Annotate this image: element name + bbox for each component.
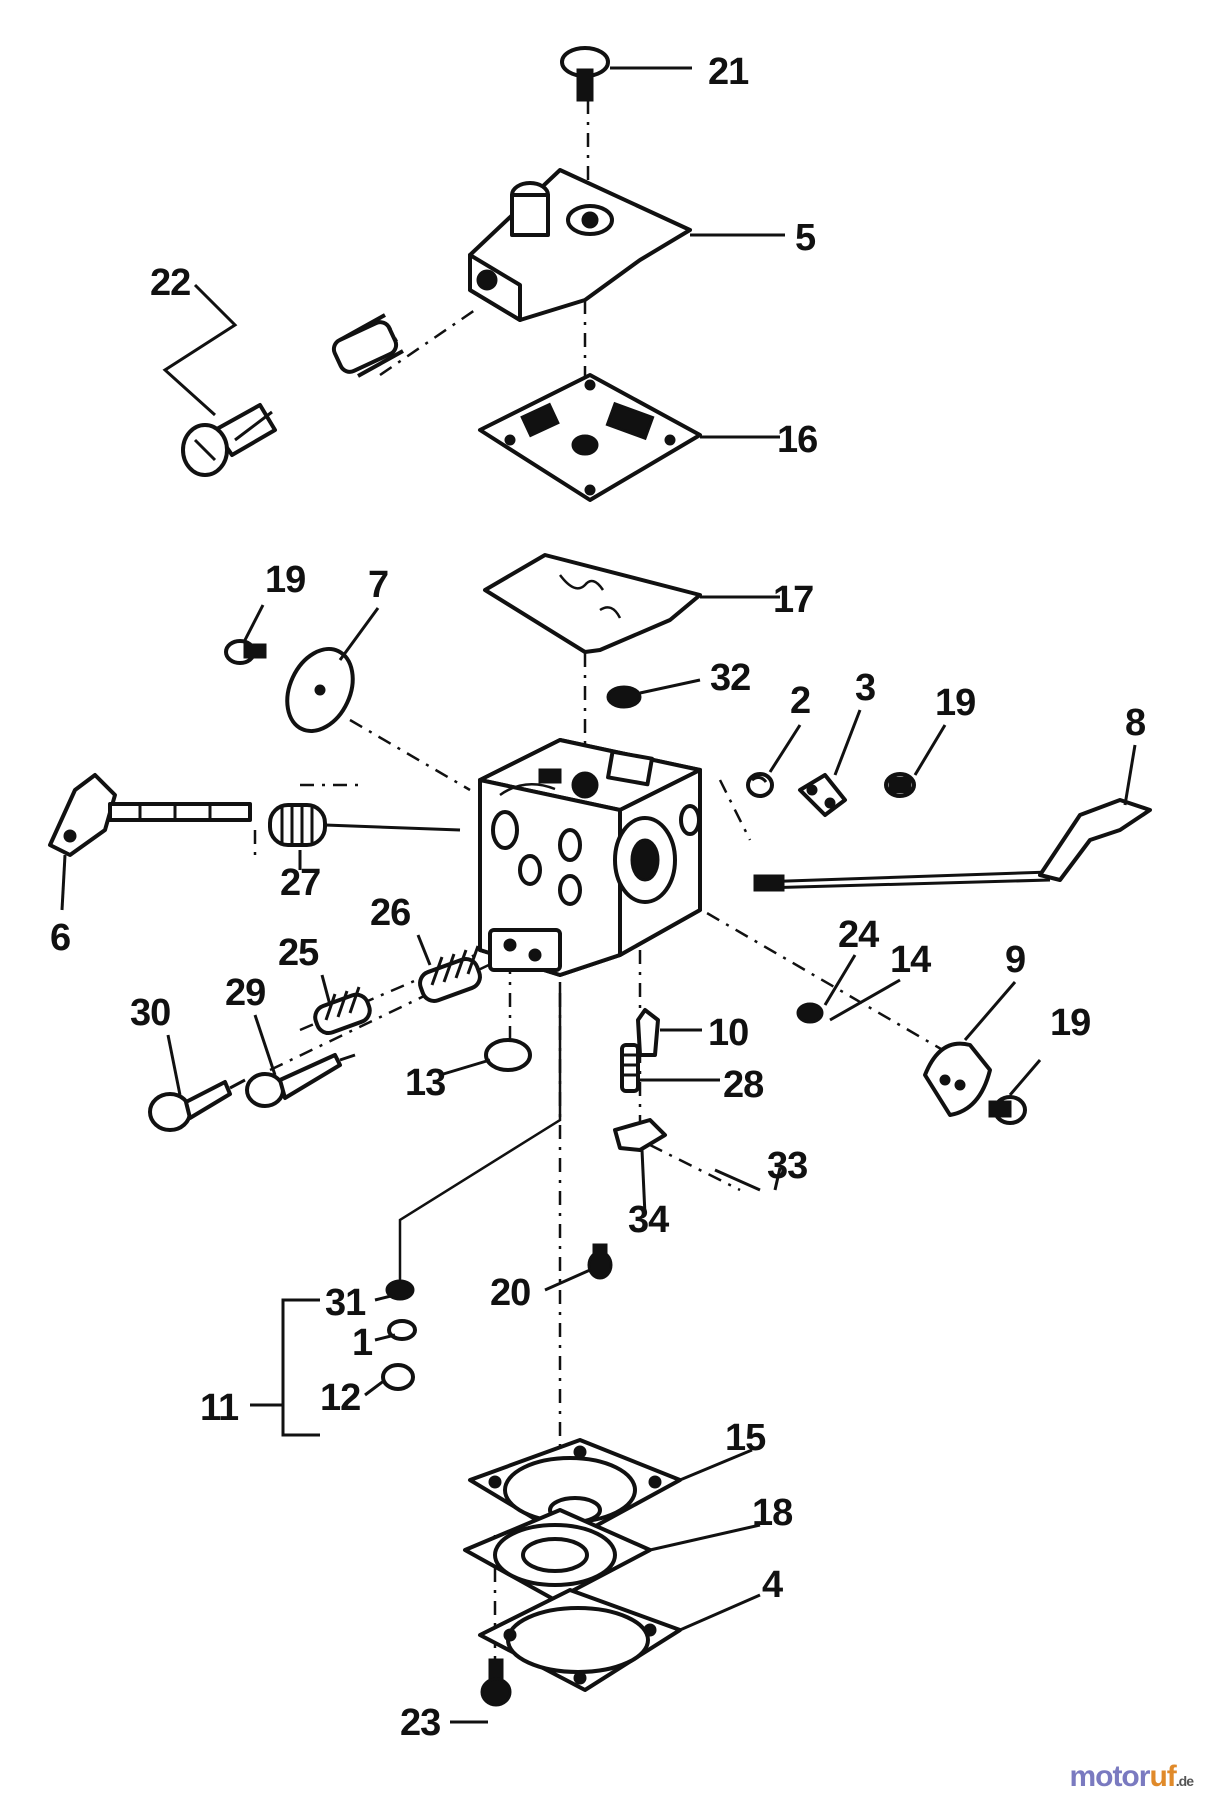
part-24-washer (796, 1002, 824, 1024)
callout-13: 13 (405, 1062, 445, 1104)
callout-8: 8 (1125, 702, 1145, 744)
plate-hole (314, 684, 326, 696)
part-10-inlet-needle (636, 1008, 660, 1057)
callout-33: 33 (767, 1145, 807, 1187)
part-5-cover (468, 168, 692, 322)
callout-27: 27 (280, 862, 320, 904)
axis-line (718, 779, 752, 841)
part-13-welch-plug (484, 1038, 532, 1072)
part-26-spring (418, 945, 482, 1003)
callout-30: 30 (130, 992, 170, 1034)
callout-1: 1 (352, 1322, 373, 1364)
callout-31: 31 (325, 1282, 366, 1324)
part-3-bracket (798, 773, 847, 817)
callout-25: 25 (278, 932, 319, 974)
callout-5: 5 (795, 217, 816, 259)
callout-28: 28 (723, 1064, 763, 1106)
callout-12: 12 (320, 1377, 360, 1419)
part-20-screw (587, 1243, 613, 1280)
watermark-logo: motoruf.de (1069, 1760, 1194, 1794)
part-19-screw (884, 772, 916, 798)
part-9-choke-plate (923, 1041, 992, 1117)
part-25-spring (313, 986, 372, 1036)
part-19-screw (988, 1095, 1027, 1125)
callout-9: 9 (1005, 939, 1025, 981)
callout-22: 22 (150, 262, 190, 304)
part-19-screw (224, 639, 267, 665)
part-30-needle-screw (148, 1078, 246, 1132)
callout-19: 19 (265, 559, 305, 601)
part-12-screen (381, 1363, 415, 1391)
part-4-pump-cover (478, 1588, 682, 1692)
watermark-text-b: uf (1149, 1760, 1176, 1793)
callout-34: 34 (628, 1199, 669, 1241)
part-29-needle-screw (245, 1053, 356, 1108)
callout-4: 4 (762, 1564, 783, 1606)
carburetor-body (478, 738, 702, 977)
callout-19: 19 (1050, 1002, 1090, 1044)
part-22-adjust-screw-spring (181, 313, 404, 477)
part-32-screen (606, 685, 642, 709)
axis-line (398, 985, 562, 1285)
part-16-gasket (478, 373, 702, 502)
watermark-text-a: motor (1069, 1760, 1150, 1793)
callout-32: 32 (710, 657, 750, 699)
part-17-diaphragm (483, 553, 702, 654)
part-34-control-lever (613, 1118, 667, 1152)
watermark-text-c: .de (1175, 1773, 1194, 1789)
callout-19: 19 (935, 682, 975, 724)
leader-lines (60, 66, 1137, 1724)
axis-line (349, 718, 471, 792)
callout-14: 14 (890, 939, 931, 981)
part-15-pump-gasket (468, 1438, 682, 1542)
part-1-disc (387, 1319, 417, 1341)
part-8-choke-shaft (753, 798, 1152, 892)
part-27-spring (268, 803, 327, 847)
part-33-pin (714, 1168, 761, 1192)
callout-7: 7 (368, 564, 388, 606)
callout-20: 20 (490, 1272, 530, 1314)
axis-line (649, 878, 961, 1062)
callout-29: 29 (225, 972, 265, 1014)
callout-3: 3 (855, 667, 875, 709)
callout-11: 11 (200, 1387, 239, 1429)
callout-16: 16 (777, 419, 817, 461)
part-6-throttle-shaft (48, 773, 252, 857)
callout-24: 24 (838, 914, 879, 956)
callout-23: 23 (400, 1702, 440, 1744)
part-2-clip (746, 772, 774, 798)
callout-6: 6 (50, 917, 70, 959)
part-28-spring (620, 1043, 640, 1093)
callout-17: 17 (773, 579, 813, 621)
callout-15: 15 (725, 1417, 766, 1459)
callout-18: 18 (752, 1492, 792, 1534)
part-18-diaphragm (463, 1508, 652, 1602)
callout-10: 10 (708, 1012, 748, 1054)
callout-2: 2 (790, 680, 810, 722)
part-21-screw (560, 46, 610, 102)
callout-labels: 21 5 22 16 19 7 17 32 2 3 19 8 6 27 26 2… (50, 51, 1146, 1744)
callout-26: 26 (370, 892, 410, 934)
axis-line (379, 308, 476, 377)
part-23-screw (480, 1658, 512, 1707)
callout-21: 21 (708, 51, 749, 93)
